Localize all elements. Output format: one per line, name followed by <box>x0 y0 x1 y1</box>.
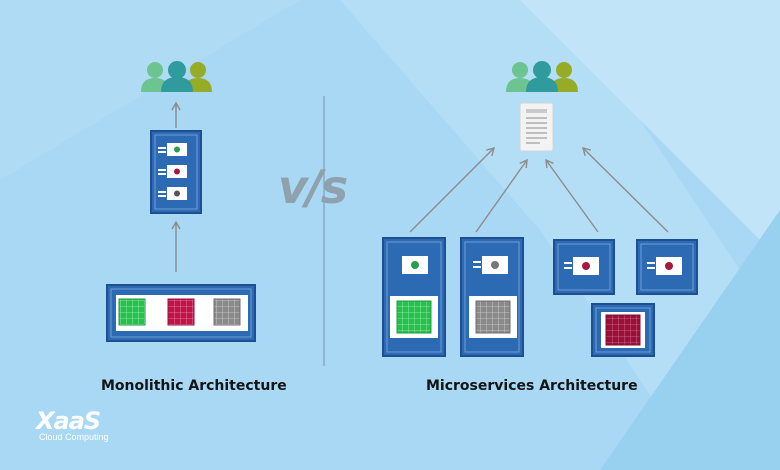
api-gateway-document-icon <box>519 102 554 152</box>
monolithic-caption: Monolithic Architecture <box>101 378 287 394</box>
microservice-node-a <box>553 239 615 295</box>
monolithic-application-box <box>106 284 256 342</box>
service-arrow-3 <box>545 158 599 233</box>
service-arrow-4 <box>581 147 669 233</box>
microservice-green <box>382 237 446 357</box>
xaas-logo: XaaS Cloud Computing <box>36 408 109 442</box>
monolithic-users-icon <box>141 61 212 92</box>
service-arrow-1 <box>409 147 495 233</box>
microservice-node-b <box>636 239 698 295</box>
microservices-caption: Microservices Architecture <box>426 378 638 394</box>
versus-label: v/s <box>278 160 348 214</box>
service-arrow-2 <box>475 158 528 233</box>
monolithic-server-rack-icon <box>150 130 202 214</box>
logo-tagline: Cloud Computing <box>39 432 109 442</box>
logo-wordmark: XaaS <box>36 407 101 435</box>
microservices-users-icon <box>506 61 578 92</box>
microservice-gray <box>460 237 524 357</box>
microservice-database <box>591 303 655 357</box>
